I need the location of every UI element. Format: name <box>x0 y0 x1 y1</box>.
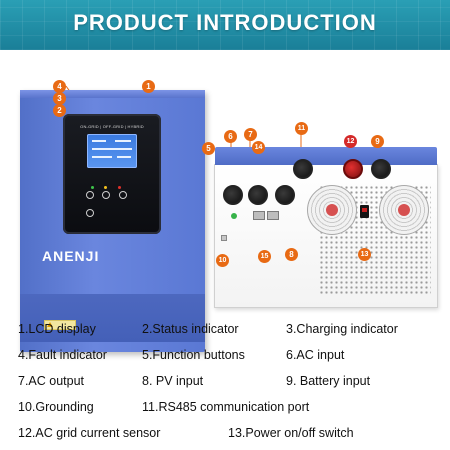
function-buttons <box>86 186 140 217</box>
callout-1: 1 <box>142 80 155 93</box>
callout-7: 7 <box>244 128 257 141</box>
feature-item: 13.Power on/off switch <box>228 426 354 440</box>
feature-list: 1.LCD display 2.Status indicator 3.Charg… <box>14 318 444 446</box>
inverter-bottom-view <box>214 147 438 308</box>
product-illustration: ON-GRID | OFF-GRID | HYBRID ANENJI <box>0 52 450 352</box>
bottom-edge <box>215 147 437 165</box>
callout-12: 12 <box>344 135 357 148</box>
callout-2: 2 <box>53 104 66 117</box>
charging-led <box>104 186 108 189</box>
inverter-vent <box>20 294 205 342</box>
ac-output-port <box>248 185 268 205</box>
warning-label <box>44 320 76 330</box>
function-button <box>86 191 94 199</box>
function-button <box>118 191 127 199</box>
header-banner: PRODUCT INTRODUCTION <box>0 0 450 50</box>
status-led <box>91 186 94 189</box>
status-leds <box>91 176 131 189</box>
feature-item: 1.LCD display <box>18 322 96 336</box>
feature-item: 2.Status indicator <box>142 322 239 336</box>
callout-9: 9 <box>371 135 384 148</box>
callout-8: 8 <box>285 248 298 261</box>
feature-row: 7.AC output 8. PV input 9. Battery input <box>14 374 444 394</box>
feature-item: 12.AC grid current sensor <box>18 426 161 440</box>
callout-6: 6 <box>224 130 237 143</box>
battery-positive-port <box>343 159 363 179</box>
callout-5: 5 <box>202 142 215 155</box>
feature-item: 3.Charging indicator <box>286 322 398 336</box>
feature-item: 11.RS485 communication port <box>142 400 310 414</box>
feature-row: 12.AC grid current sensor 13.Power on/of… <box>14 426 444 446</box>
cooling-fan <box>307 185 357 235</box>
page-title: PRODUCT INTRODUCTION <box>73 10 377 35</box>
callout-4: 4 <box>53 80 66 93</box>
banner-pattern <box>0 0 450 50</box>
feature-item: 4.Fault indicator <box>18 348 107 362</box>
pv-input-port <box>275 185 295 205</box>
feature-item: 7.AC output <box>18 374 85 388</box>
control-panel: ON-GRID | OFF-GRID | HYBRID <box>63 114 161 234</box>
inverter-front: ON-GRID | OFF-GRID | HYBRID ANENJI <box>20 90 205 352</box>
feature-row: 10.Grounding 11.RS485 communication port <box>14 400 444 420</box>
callout-15: 15 <box>258 250 271 263</box>
inverter-top-strip <box>20 90 205 98</box>
callout-10: 10 <box>216 254 229 267</box>
rs485-port <box>267 211 279 220</box>
feature-row: 4.Fault indicator 5.Function buttons 6.A… <box>14 348 444 368</box>
feature-item: 9. Battery input <box>286 374 371 388</box>
feature-item: 10.Grounding <box>18 400 94 414</box>
lcd-display <box>87 134 137 168</box>
battery-input-port <box>371 159 391 179</box>
cooling-fan <box>379 185 429 235</box>
power-switch <box>360 205 369 218</box>
ac-input-port <box>223 185 243 205</box>
brand-logo: ANENJI <box>42 248 100 264</box>
feature-item: 6.AC input <box>286 348 345 362</box>
feature-item: 5.Function buttons <box>142 348 245 362</box>
feature-row: 1.LCD display 2.Status indicator 3.Charg… <box>14 322 444 342</box>
indicator-led <box>231 213 237 219</box>
feature-item: 8. PV input <box>142 374 204 388</box>
fault-led <box>117 186 121 189</box>
grid-sensor-port <box>293 159 313 179</box>
callout-11: 11 <box>295 122 308 135</box>
function-button <box>102 191 111 199</box>
rs485-port <box>253 211 265 220</box>
callout-13: 13 <box>358 248 371 261</box>
callout-3: 3 <box>53 92 66 105</box>
callout-14: 14 <box>252 141 265 154</box>
mode-label: ON-GRID | OFF-GRID | HYBRID <box>80 124 144 129</box>
grounding-terminal <box>221 235 227 241</box>
function-button <box>86 209 94 217</box>
